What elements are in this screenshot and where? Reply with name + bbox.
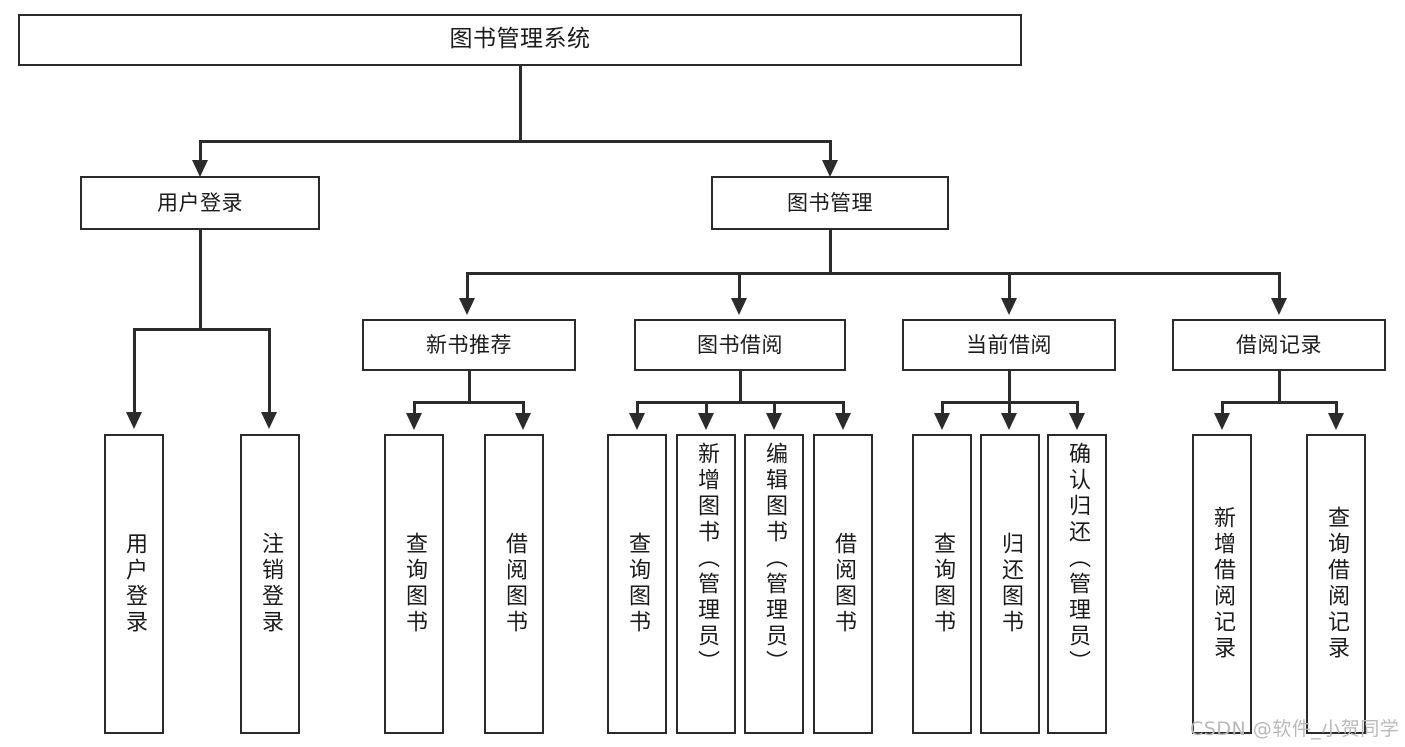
connector-borrowrecord-child-2 [1335, 401, 1338, 417]
node-label: 注销登录 [258, 532, 283, 636]
node-label: 借阅图书 [502, 532, 527, 636]
connector-borrowrecord-child-1 [1221, 401, 1224, 417]
connector-bookmgmt-stem [829, 230, 832, 274]
connector-currentborrow-stem [1008, 371, 1011, 403]
node-new-book-recommend[interactable]: 新书推荐 [362, 319, 576, 371]
node-label: 确认归还（管理员） [1065, 442, 1090, 676]
node-leaf-borrow-book-borrow[interactable]: 借阅图书 [813, 434, 873, 734]
arrowhead-bookmgmt [822, 160, 838, 177]
connector-newbook-stem [468, 371, 471, 403]
csdn-watermark: CSDN @软件_小贺同学 [1190, 718, 1400, 740]
node-label: 图书借阅 [697, 332, 783, 357]
node-leaf-add-borrow-record[interactable]: 新增借阅记录 [1192, 434, 1252, 734]
connector-root-to-bookmgmt [829, 140, 832, 164]
connector-borrowrecord-stem [1278, 371, 1281, 403]
node-root-system[interactable]: 图书管理系统 [18, 14, 1022, 66]
node-label: 查询图书 [625, 532, 650, 636]
connector-root-bus [199, 140, 832, 143]
arrowhead-leaf-borrow-book-1 [515, 413, 531, 430]
node-label: 新书推荐 [426, 332, 512, 357]
connector-currentborrow-child-2 [1008, 401, 1011, 417]
node-book-borrow[interactable]: 图书借阅 [634, 319, 846, 371]
arrowhead-current-borrow [1001, 298, 1017, 315]
node-label: 借阅图书 [831, 532, 856, 636]
node-label: 借阅记录 [1236, 332, 1322, 357]
node-leaf-query-book-newbook[interactable]: 查询图书 [384, 434, 444, 734]
node-leaf-borrow-book-newbook[interactable]: 借阅图书 [484, 434, 544, 734]
node-leaf-confirm-return-admin[interactable]: 确认归还（管理员） [1047, 434, 1107, 734]
connector-bookborrow-child-4 [842, 401, 845, 417]
node-current-borrow[interactable]: 当前借阅 [902, 319, 1116, 371]
connector-bookborrow-child-3 [773, 401, 776, 417]
node-label: 查询借阅记录 [1324, 506, 1349, 662]
node-leaf-logout[interactable]: 注销登录 [240, 434, 300, 734]
arrowhead-leaf-add-record [1214, 413, 1230, 430]
arrowhead-leaf-edit-book [766, 413, 782, 430]
connector-currentborrow-child-1 [941, 401, 944, 417]
arrowhead-leaf-query-book-2 [629, 413, 645, 430]
node-leaf-edit-book-admin[interactable]: 编辑图书（管理员） [744, 434, 804, 734]
connector-bookmgmt-child-3 [1008, 272, 1011, 302]
node-leaf-query-borrow-record[interactable]: 查询借阅记录 [1306, 434, 1366, 734]
connector-bookmgmt-bus [466, 272, 1278, 275]
node-label: 归还图书 [998, 532, 1023, 636]
arrowhead-leaf-return-book [1001, 413, 1017, 430]
node-leaf-user-login[interactable]: 用户登录 [104, 434, 164, 734]
connector-newbook-child-1 [413, 401, 416, 417]
node-leaf-return-book[interactable]: 归还图书 [980, 434, 1040, 734]
node-book-management[interactable]: 图书管理 [711, 176, 949, 230]
arrowhead-book-borrow [731, 298, 747, 315]
connector-userlogin-child-2 [268, 328, 271, 416]
node-user-login[interactable]: 用户登录 [80, 176, 320, 230]
connector-bookborrow-stem [739, 371, 742, 403]
arrowhead-new-book [459, 298, 475, 315]
arrowhead-leaf-add-book [698, 413, 714, 430]
node-label: 新增图书（管理员） [694, 442, 719, 676]
connector-newbook-child-2 [522, 401, 525, 417]
arrowhead-leaf-user-login [126, 412, 142, 429]
node-label: 用户登录 [157, 190, 243, 215]
connector-newbook-bus [413, 401, 525, 404]
connector-root-to-userlogin [199, 140, 202, 164]
arrowhead-leaf-query-book-1 [406, 413, 422, 430]
connector-userlogin-bus [133, 328, 269, 331]
arrowhead-leaf-query-book-3 [934, 413, 950, 430]
node-label: 图书管理 [787, 190, 873, 215]
arrowhead-leaf-query-record [1328, 413, 1344, 430]
connector-bookmgmt-child-2 [738, 272, 741, 302]
arrowhead-leaf-confirm-return [1069, 413, 1085, 430]
node-label: 查询图书 [930, 532, 955, 636]
connector-bookborrow-bus [636, 401, 845, 404]
connector-borrowrecord-bus [1221, 401, 1337, 404]
connector-userlogin-child-1 [133, 328, 136, 416]
connector-bookborrow-child-2 [705, 401, 708, 417]
node-leaf-add-book-admin[interactable]: 新增图书（管理员） [676, 434, 736, 734]
connector-bookborrow-child-1 [636, 401, 639, 417]
arrowhead-userlogin [192, 160, 208, 177]
connector-root-stem [519, 66, 522, 142]
node-label: 当前借阅 [966, 332, 1052, 357]
arrowhead-leaf-logout [261, 412, 277, 429]
node-leaf-query-book-current[interactable]: 查询图书 [912, 434, 972, 734]
node-label: 新增借阅记录 [1210, 506, 1235, 662]
node-label: 用户登录 [122, 532, 147, 636]
arrowhead-borrow-record [1271, 298, 1287, 315]
node-label: 编辑图书（管理员） [762, 442, 787, 676]
node-leaf-query-book-borrow[interactable]: 查询图书 [607, 434, 667, 734]
node-borrow-record[interactable]: 借阅记录 [1172, 319, 1386, 371]
arrowhead-leaf-borrow-book-2 [835, 413, 851, 430]
connector-userlogin-stem [199, 230, 202, 330]
node-label: 图书管理系统 [449, 26, 591, 53]
connector-bookmgmt-child-1 [466, 272, 469, 302]
connector-bookmgmt-child-4 [1278, 272, 1281, 302]
node-label: 查询图书 [402, 532, 427, 636]
connector-currentborrow-child-3 [1076, 401, 1079, 417]
